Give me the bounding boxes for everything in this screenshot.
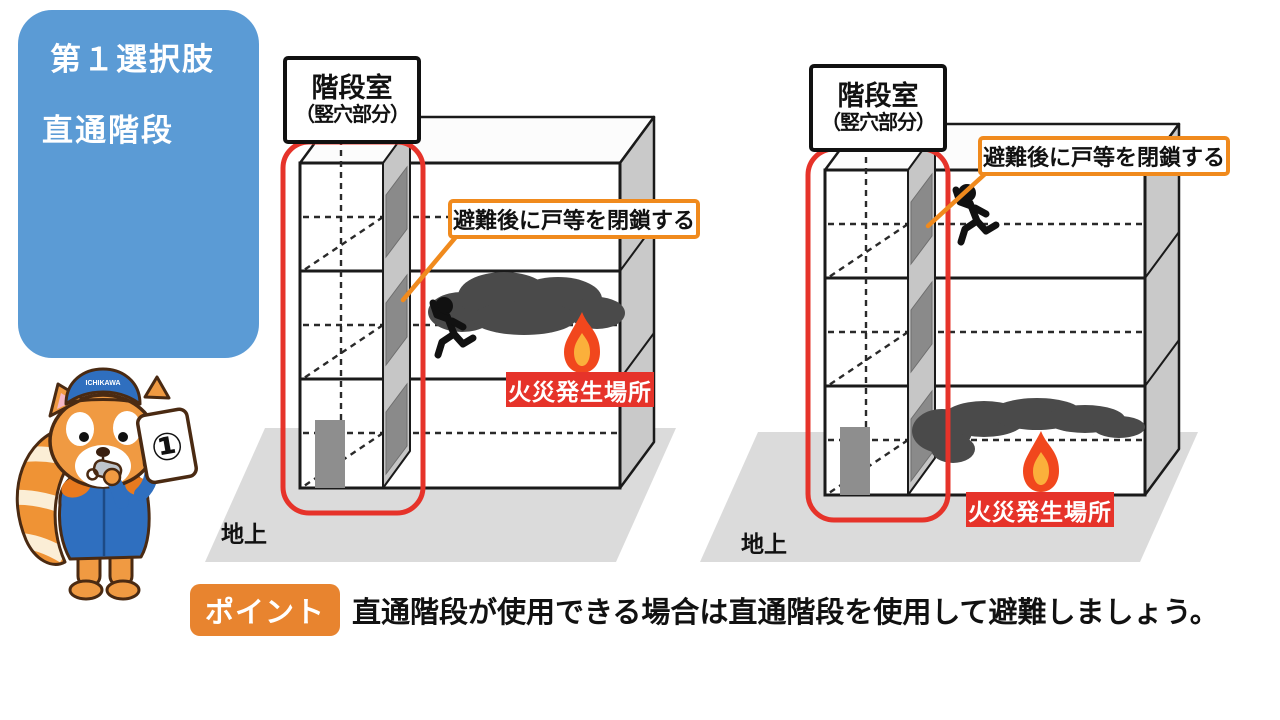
fire-location-badge-left: 火災発生場所	[506, 372, 654, 407]
callout-close-door-left: 避難後に戸等を閉鎖する	[448, 199, 700, 239]
ground-label-left: 地上	[221, 521, 267, 547]
stair-room-line1: 階段室	[311, 72, 393, 103]
point-text: 直通階段が使用できる場合は直通階段を使用して避難しましょう。	[352, 597, 1219, 629]
card-number: ①	[148, 424, 187, 471]
mascot-card: ①	[135, 407, 198, 485]
callout-close-door-right: 避難後に戸等を閉鎖する	[978, 136, 1230, 176]
fire-location-badge-right: 火災発生場所	[966, 492, 1114, 527]
smoke-icon	[428, 272, 625, 335]
building-diagram-left	[280, 115, 656, 516]
option-line-1: 第１選択肢	[50, 42, 215, 77]
mascot-character: ICHIKAWA ①	[15, 367, 198, 601]
callout-line-left	[400, 235, 458, 303]
point-badge: ポイント	[190, 584, 340, 636]
stair-room-label-right: 階段室 （竪穴部分）	[809, 64, 947, 152]
option-panel: 第１選択肢 直通階段	[18, 10, 259, 358]
building-diagram-right	[805, 122, 1181, 523]
stair-room-line2: （竪穴部分）	[821, 112, 936, 135]
stair-room-line2: （竪穴部分）	[295, 104, 410, 127]
option-line-2: 直通階段	[42, 113, 174, 148]
stair-room-label-left: 階段室 （竪穴部分）	[283, 56, 421, 144]
stair-room-line1: 階段室	[837, 80, 919, 111]
callout-line-right	[925, 171, 988, 229]
ground-label-right: 地上	[741, 531, 787, 557]
mascot-cap-text: ICHIKAWA	[86, 380, 121, 387]
smoke-icon	[912, 398, 1145, 463]
